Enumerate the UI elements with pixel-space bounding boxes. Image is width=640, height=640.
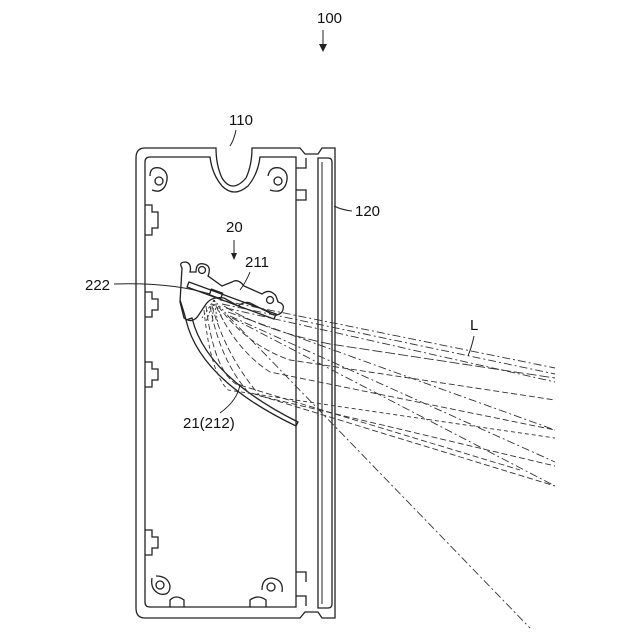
reflector — [180, 300, 298, 426]
cover-plate — [318, 158, 332, 608]
arrow-down-icon — [231, 240, 237, 260]
arrow-down-icon — [319, 30, 327, 52]
label-120: 120 — [355, 203, 380, 220]
light-rays — [202, 300, 555, 628]
label-211: 211 — [245, 254, 269, 271]
label-20: 20 — [226, 219, 243, 236]
label-110: 110 — [229, 112, 253, 129]
label-100: 100 — [317, 10, 342, 27]
label-212: 21(212) — [183, 415, 235, 432]
label-222: 222 — [85, 277, 110, 294]
label-L: L — [470, 317, 478, 334]
